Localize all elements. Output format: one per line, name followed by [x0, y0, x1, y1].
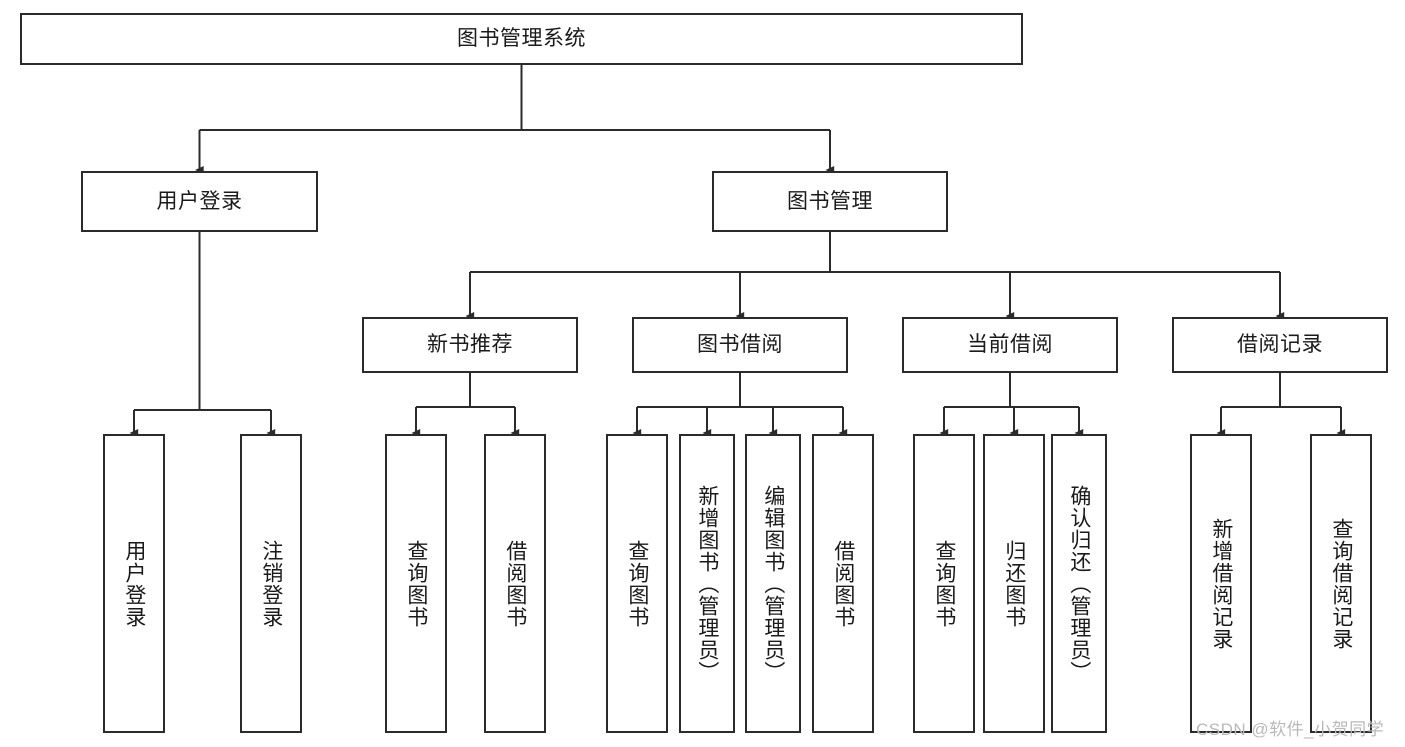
node-label: 借阅记录	[1237, 333, 1323, 357]
node-label: 图书管理系统	[457, 27, 586, 51]
node-book-borrow[interactable]: 图书借阅	[632, 317, 848, 373]
node-leaf-user-logout[interactable]: 注销登录	[240, 434, 302, 733]
node-label: 借阅图书	[503, 539, 527, 628]
node-label: 编辑图书（管理员）	[761, 484, 785, 683]
node-leaf-query-book-3[interactable]: 查询图书	[913, 434, 975, 733]
node-current-borrow[interactable]: 当前借阅	[902, 317, 1118, 373]
node-label: 图书管理	[787, 189, 873, 213]
node-leaf-query-book-1[interactable]: 查询图书	[385, 434, 447, 733]
node-book-manage[interactable]: 图书管理	[712, 171, 948, 232]
node-root[interactable]: 图书管理系统	[20, 13, 1023, 65]
node-leaf-user-login[interactable]: 用户登录	[103, 434, 165, 733]
node-label: 查询借阅记录	[1329, 517, 1353, 650]
node-new-book-rec[interactable]: 新书推荐	[362, 317, 578, 373]
node-leaf-query-record[interactable]: 查询借阅记录	[1310, 434, 1372, 733]
node-leaf-borrow-book-2[interactable]: 借阅图书	[812, 434, 874, 733]
node-label: 查询图书	[932, 539, 956, 628]
node-borrow-record[interactable]: 借阅记录	[1172, 317, 1388, 373]
node-leaf-add-book[interactable]: 新增图书（管理员）	[679, 434, 735, 733]
node-leaf-return-book[interactable]: 归还图书	[983, 434, 1045, 733]
node-label: 查询图书	[404, 539, 428, 628]
node-label: 新书推荐	[427, 333, 513, 357]
node-label: 新增图书（管理员）	[695, 484, 719, 683]
node-label: 归还图书	[1002, 539, 1026, 628]
node-label: 借阅图书	[831, 539, 855, 628]
node-leaf-add-record[interactable]: 新增借阅记录	[1190, 434, 1252, 733]
node-label: 查询图书	[625, 539, 649, 628]
node-leaf-confirm-return[interactable]: 确认归还（管理员）	[1051, 434, 1107, 733]
node-label: 新增借阅记录	[1209, 517, 1233, 650]
node-leaf-borrow-book-1[interactable]: 借阅图书	[484, 434, 546, 733]
node-label: 当前借阅	[967, 333, 1053, 357]
node-label: 注销登录	[259, 539, 283, 628]
node-leaf-edit-book[interactable]: 编辑图书（管理员）	[745, 434, 801, 733]
edge-group	[129, 65, 1346, 438]
node-leaf-query-book-2[interactable]: 查询图书	[606, 434, 668, 733]
node-label: 确认归还（管理员）	[1067, 484, 1091, 683]
node-label: 用户登录	[156, 189, 243, 213]
node-label: 图书借阅	[697, 333, 783, 357]
node-label: 用户登录	[122, 539, 146, 628]
node-user-login[interactable]: 用户登录	[81, 171, 318, 232]
